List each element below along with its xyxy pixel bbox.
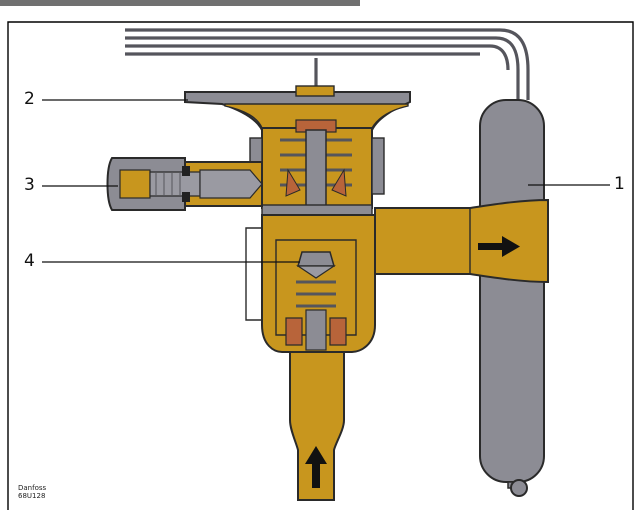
watermark-caption: Danfoss 68U128	[18, 484, 46, 500]
watermark-brand: Danfoss	[18, 484, 47, 492]
inlet-pipe	[289, 351, 345, 501]
adjusting-screw	[106, 157, 263, 211]
border-frame	[7, 21, 634, 510]
outlet-pipe	[374, 198, 549, 284]
capillary-tube	[125, 28, 530, 100]
callout-label-3: 3	[24, 175, 35, 195]
callout-label-4: 4	[24, 251, 35, 271]
top-cropped-strip	[0, 0, 360, 6]
leader-lines	[42, 99, 610, 263]
flow-arrow-right-icon	[478, 236, 520, 257]
flow-arrow-up-icon	[305, 446, 327, 488]
callout-label-1: 1	[614, 174, 625, 194]
diaphragm-head	[184, 85, 411, 131]
sensing-bulb	[479, 99, 545, 497]
callout-label-2: 2	[24, 89, 35, 109]
watermark-code: 68U128	[18, 492, 46, 501]
orifice-cone	[285, 251, 347, 351]
